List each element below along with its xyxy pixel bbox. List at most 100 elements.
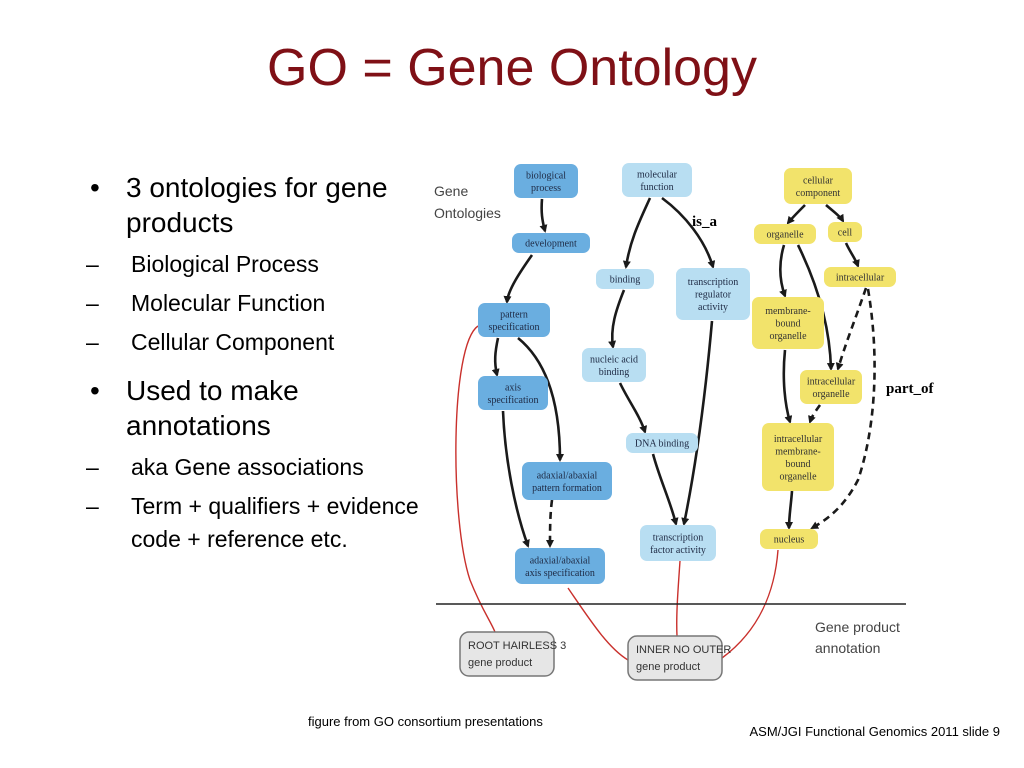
function-node-binding: binding <box>596 269 654 289</box>
sub-bullet-text: Term + qualifiers + evidence code + refe… <box>131 493 419 552</box>
is-a-edge <box>503 254 534 304</box>
is-a-edge <box>622 197 652 269</box>
process-node-adaxial-abaxial-axis-specification-box <box>515 548 605 584</box>
is-a-edge <box>782 349 793 424</box>
is-a-edge <box>844 242 860 268</box>
sub-bullet-gene-associations: –aka Gene associations <box>86 451 426 484</box>
sub-bullet-cellular-component: –Cellular Component <box>86 326 426 359</box>
component-node-intracellular-membrane-bound-organelle-label: intracellular <box>774 434 823 445</box>
slide-title: GO = Gene Ontology <box>267 39 757 97</box>
function-node-nucleic-acid-binding-label: binding <box>599 367 630 378</box>
is-a-edge <box>491 337 500 377</box>
component-node-membrane-bound-organelle-label: bound <box>776 319 801 330</box>
process-node-biological-process-label: process <box>531 183 561 194</box>
component-node-cell: cell <box>828 222 862 242</box>
function-node-transcription-regulator-activity-label: transcription <box>688 277 739 288</box>
sub-bullet-text: Biological Process <box>131 251 319 277</box>
component-node-organelle: organelle <box>754 224 816 244</box>
process-node-adaxial-abaxial-pattern-formation-label: adaxial/abaxial <box>537 470 598 481</box>
function-node-nucleic-acid-binding-box <box>582 348 646 382</box>
component-node-intracellular-membrane-bound-organelle-box <box>762 423 834 491</box>
is-a-edge <box>779 244 787 298</box>
function-node-molecular-function-label: function <box>640 182 673 193</box>
sub-bullet-text: aka Gene associations <box>131 454 364 480</box>
process-node-adaxial-abaxial-axis-specification-label: adaxial/abaxial <box>530 555 591 566</box>
component-node-organelle-label: organelle <box>766 230 804 241</box>
process-node-development-label: development <box>525 239 577 250</box>
process-node-axis-specification-box <box>478 376 548 410</box>
is-a-edge <box>661 196 716 269</box>
sub-bullet-text: Molecular Function <box>131 290 326 316</box>
component-node-membrane-bound-organelle-label: organelle <box>769 331 807 342</box>
is-a-edge <box>825 204 845 223</box>
component-node-intracellular: intracellular <box>824 267 896 287</box>
component-node-intracellular-organelle-box <box>800 370 862 404</box>
function-node-binding-label: binding <box>610 275 641 286</box>
gene-product-box <box>459 631 555 677</box>
component-node-membrane-bound-organelle-box <box>752 297 824 349</box>
process-node-adaxial-abaxial-pattern-formation: adaxial/abaxial pattern formation <box>522 462 612 500</box>
part-of-edge <box>546 499 555 548</box>
process-node-axis-specification-label: axis <box>505 382 521 393</box>
component-node-cellular-component-label: component <box>796 188 841 199</box>
function-node-dna-binding-box <box>626 433 698 453</box>
process-node-development-box <box>512 233 590 253</box>
is-a-edge <box>618 382 648 434</box>
component-node-intracellular-membrane-bound-organelle-label: bound <box>786 459 811 470</box>
ontology-edges <box>491 196 876 548</box>
component-node-membrane-bound-organelle-label: membrane- <box>765 306 811 317</box>
component-node-cellular-component: cellular component <box>784 168 852 204</box>
is-a-label: is_a <box>692 214 718 230</box>
function-node-dna-binding: DNA binding <box>626 433 698 453</box>
function-node-transcription-factor-activity-box <box>640 525 716 561</box>
process-node-pattern-specification-label: specification <box>488 322 539 333</box>
function-node-binding-box <box>596 269 654 289</box>
annotation-links <box>455 325 779 661</box>
gene-ontologies-label-line2: Ontologies <box>434 205 501 221</box>
annotation-link <box>567 587 629 661</box>
is-a-edge <box>608 289 626 349</box>
gene-ontologies-label-line1: Gene <box>434 183 468 199</box>
component-node-cell-box <box>828 222 862 242</box>
sub-bullet-list-annotations: –aka Gene associations –Term + qualifier… <box>86 451 426 556</box>
component-node-nucleus-box <box>760 529 818 549</box>
function-node-transcription-regulator-activity-box <box>676 268 750 320</box>
process-node-adaxial-abaxial-pattern-formation-label: pattern formation <box>532 483 602 494</box>
is-a-edge <box>539 198 548 233</box>
gene-product-label: gene product <box>468 657 532 669</box>
process-node-biological-process-label: biological <box>526 170 566 181</box>
gene-product-annotation-line1: Gene product <box>815 619 900 635</box>
component-node-cellular-component-label: cellular <box>803 175 834 186</box>
component-node-organelle-box <box>754 224 816 244</box>
slide-footer: ASM/JGI Functional Genomics 2011 slide 9 <box>749 724 1001 739</box>
is-a-edge <box>501 410 530 548</box>
annotation-link <box>676 560 681 637</box>
bullet-list: 3 ontologies for gene products –Biologic… <box>86 170 426 570</box>
sub-bullet-text: Cellular Component <box>131 329 335 355</box>
function-node-transcription-regulator-activity-label: regulator <box>695 290 732 301</box>
process-node-biological-process: biological process <box>514 164 578 198</box>
component-node-intracellular-box <box>824 267 896 287</box>
figure-source: figure from GO consortium presentations <box>308 714 543 729</box>
is-a-edge <box>651 453 679 526</box>
sub-bullet-term-qualifiers: –Term + qualifiers + evidence code + ref… <box>86 490 426 556</box>
process-node-development: development <box>512 233 590 253</box>
process-node-pattern-specification-box <box>478 303 550 337</box>
function-node-transcription-factor-activity-label: factor activity <box>650 545 706 556</box>
gene-product-box <box>627 635 723 681</box>
annotation-link <box>721 549 779 659</box>
sub-bullet-list-ontologies: –Biological Process –Molecular Function … <box>86 248 426 359</box>
bullet-annotations: Used to make annotations <box>86 373 426 443</box>
component-node-nucleus-label: nucleus <box>774 535 805 546</box>
function-node-dna-binding-label: DNA binding <box>635 439 689 450</box>
is-a-edge <box>785 490 794 530</box>
component-node-intracellular-label: intracellular <box>836 273 885 284</box>
